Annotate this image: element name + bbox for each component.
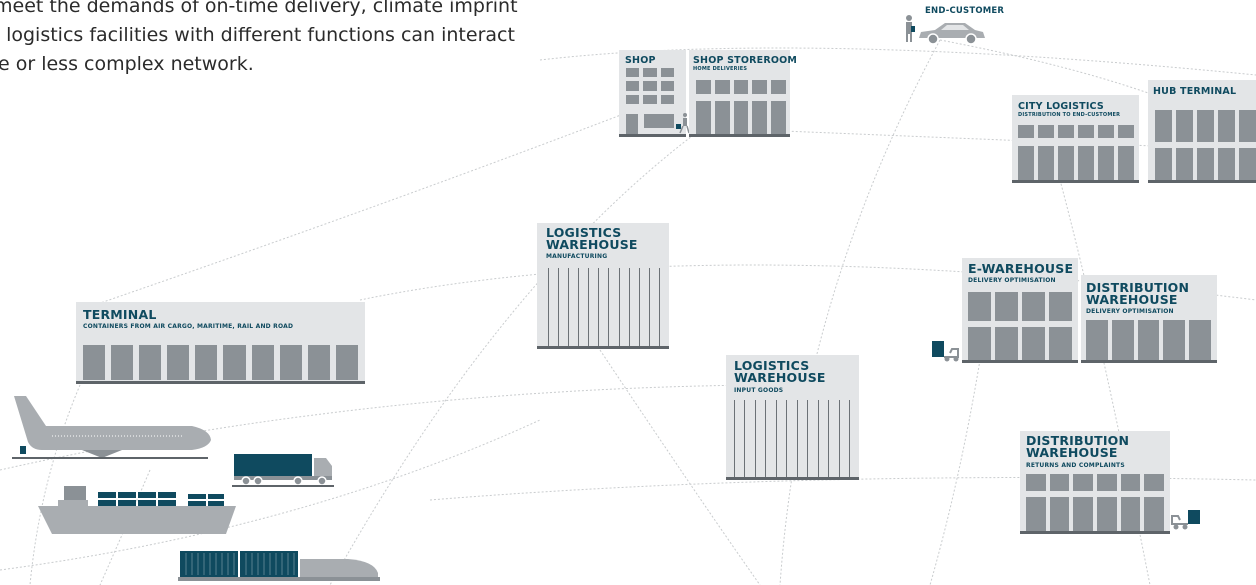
network-line — [759, 129, 1256, 151]
distribution-warehouse-delivery-doors — [1086, 320, 1211, 360]
trolley-icon — [676, 113, 690, 134]
distribution-warehouse-returns-upper-doors — [1026, 474, 1165, 491]
logistics-warehouse-manufacturing-title-2: WAREHOUSE — [546, 237, 638, 252]
shop-windows — [626, 68, 674, 104]
logistics-warehouse-manufacturing-title-1: LOGISTICS — [546, 225, 622, 240]
shop-storefront-window — [644, 114, 674, 128]
logistics-warehouse-input-subtitle: INPUT GOODS — [734, 387, 784, 394]
terminal-doors — [83, 345, 358, 380]
hub-terminal-title: HUB TERMINAL — [1153, 86, 1237, 97]
network-line — [359, 264, 1256, 301]
distribution-warehouse-delivery-subtitle: DELIVERY OPTIMISATION — [1086, 308, 1174, 315]
logistics-warehouse-input-racks — [734, 400, 850, 477]
airplane-icon — [12, 396, 211, 459]
logistics-warehouse-input-building — [726, 355, 859, 480]
forklift-icon — [1171, 510, 1200, 530]
shop-title: SHOP — [625, 55, 656, 66]
distribution-warehouse-returns-title-2: WAREHOUSE — [1026, 445, 1118, 460]
e-warehouse-upper-doors — [968, 292, 1072, 321]
logistics-warehouse-manufacturing-racks — [548, 268, 660, 346]
network-line — [939, 39, 1256, 141]
city-logistics-title: CITY LOGISTICS — [1018, 101, 1104, 112]
intro-line-1: meet the demands of on-time delivery, cl… — [0, 0, 518, 17]
city-logistics-doors — [1018, 146, 1134, 180]
train-icon — [178, 551, 380, 581]
logistics-warehouse-input-title-2: WAREHOUSE — [734, 370, 826, 385]
end-customer-title: END-CUSTOMER — [925, 6, 1005, 16]
network-line — [329, 129, 701, 585]
network-line — [779, 39, 941, 585]
city-logistics-subtitle: DISTRIBUTION TO END-CUSTOMER — [1018, 112, 1121, 118]
e-warehouse-title: E-WAREHOUSE — [968, 261, 1074, 276]
distribution-warehouse-returns-subtitle: RETURNS AND COMPLAINTS — [1026, 462, 1125, 469]
truck-icon — [232, 454, 334, 487]
network-line — [79, 99, 661, 311]
shop-door — [626, 114, 638, 134]
network-line — [599, 349, 761, 585]
logistics-warehouse-input-title-1: LOGISTICS — [734, 358, 810, 373]
logistics-warehouse-manufacturing-subtitle: MANUFACTURING — [546, 253, 608, 260]
shop-storeroom-doors — [696, 101, 786, 134]
network-line — [539, 47, 1256, 76]
network-line — [929, 359, 981, 585]
terminal-title: TERMINAL — [83, 307, 157, 322]
person-icon — [906, 15, 915, 42]
car-icon — [919, 23, 985, 45]
hub-terminal-upper-doors — [1155, 110, 1256, 142]
shop-storeroom-title: SHOP STOREROOM — [693, 55, 798, 66]
intro-line-3: e or less complex network. — [0, 53, 254, 75]
hub-terminal-lower-doors — [1155, 148, 1256, 180]
e-warehouse-lower-doors — [968, 327, 1072, 360]
network-line — [29, 384, 81, 585]
ship-icon — [38, 486, 236, 534]
city-logistics-windows — [1018, 125, 1134, 138]
forklift-icon — [932, 341, 959, 362]
shop-storeroom-windows — [696, 80, 786, 94]
distribution-warehouse-delivery-title-2: WAREHOUSE — [1086, 292, 1178, 307]
intro-text: meet the demands of on-time delivery, cl… — [0, 0, 600, 79]
intro-line-2: , logistics facilities with different fu… — [0, 24, 515, 46]
distribution-warehouse-returns-lower-doors — [1026, 497, 1165, 531]
e-warehouse-subtitle: DELIVERY OPTIMISATION — [968, 277, 1056, 284]
distribution-warehouse-delivery-title-1: DISTRIBUTION — [1086, 280, 1190, 295]
network-line — [0, 419, 541, 571]
distribution-warehouse-returns-title-1: DISTRIBUTION — [1026, 433, 1130, 448]
shop-storeroom-subtitle: HOME DELIVERIES — [693, 66, 748, 72]
terminal-subtitle: CONTAINERS FROM AIR CARGO, MARITIME, RAI… — [83, 323, 294, 330]
